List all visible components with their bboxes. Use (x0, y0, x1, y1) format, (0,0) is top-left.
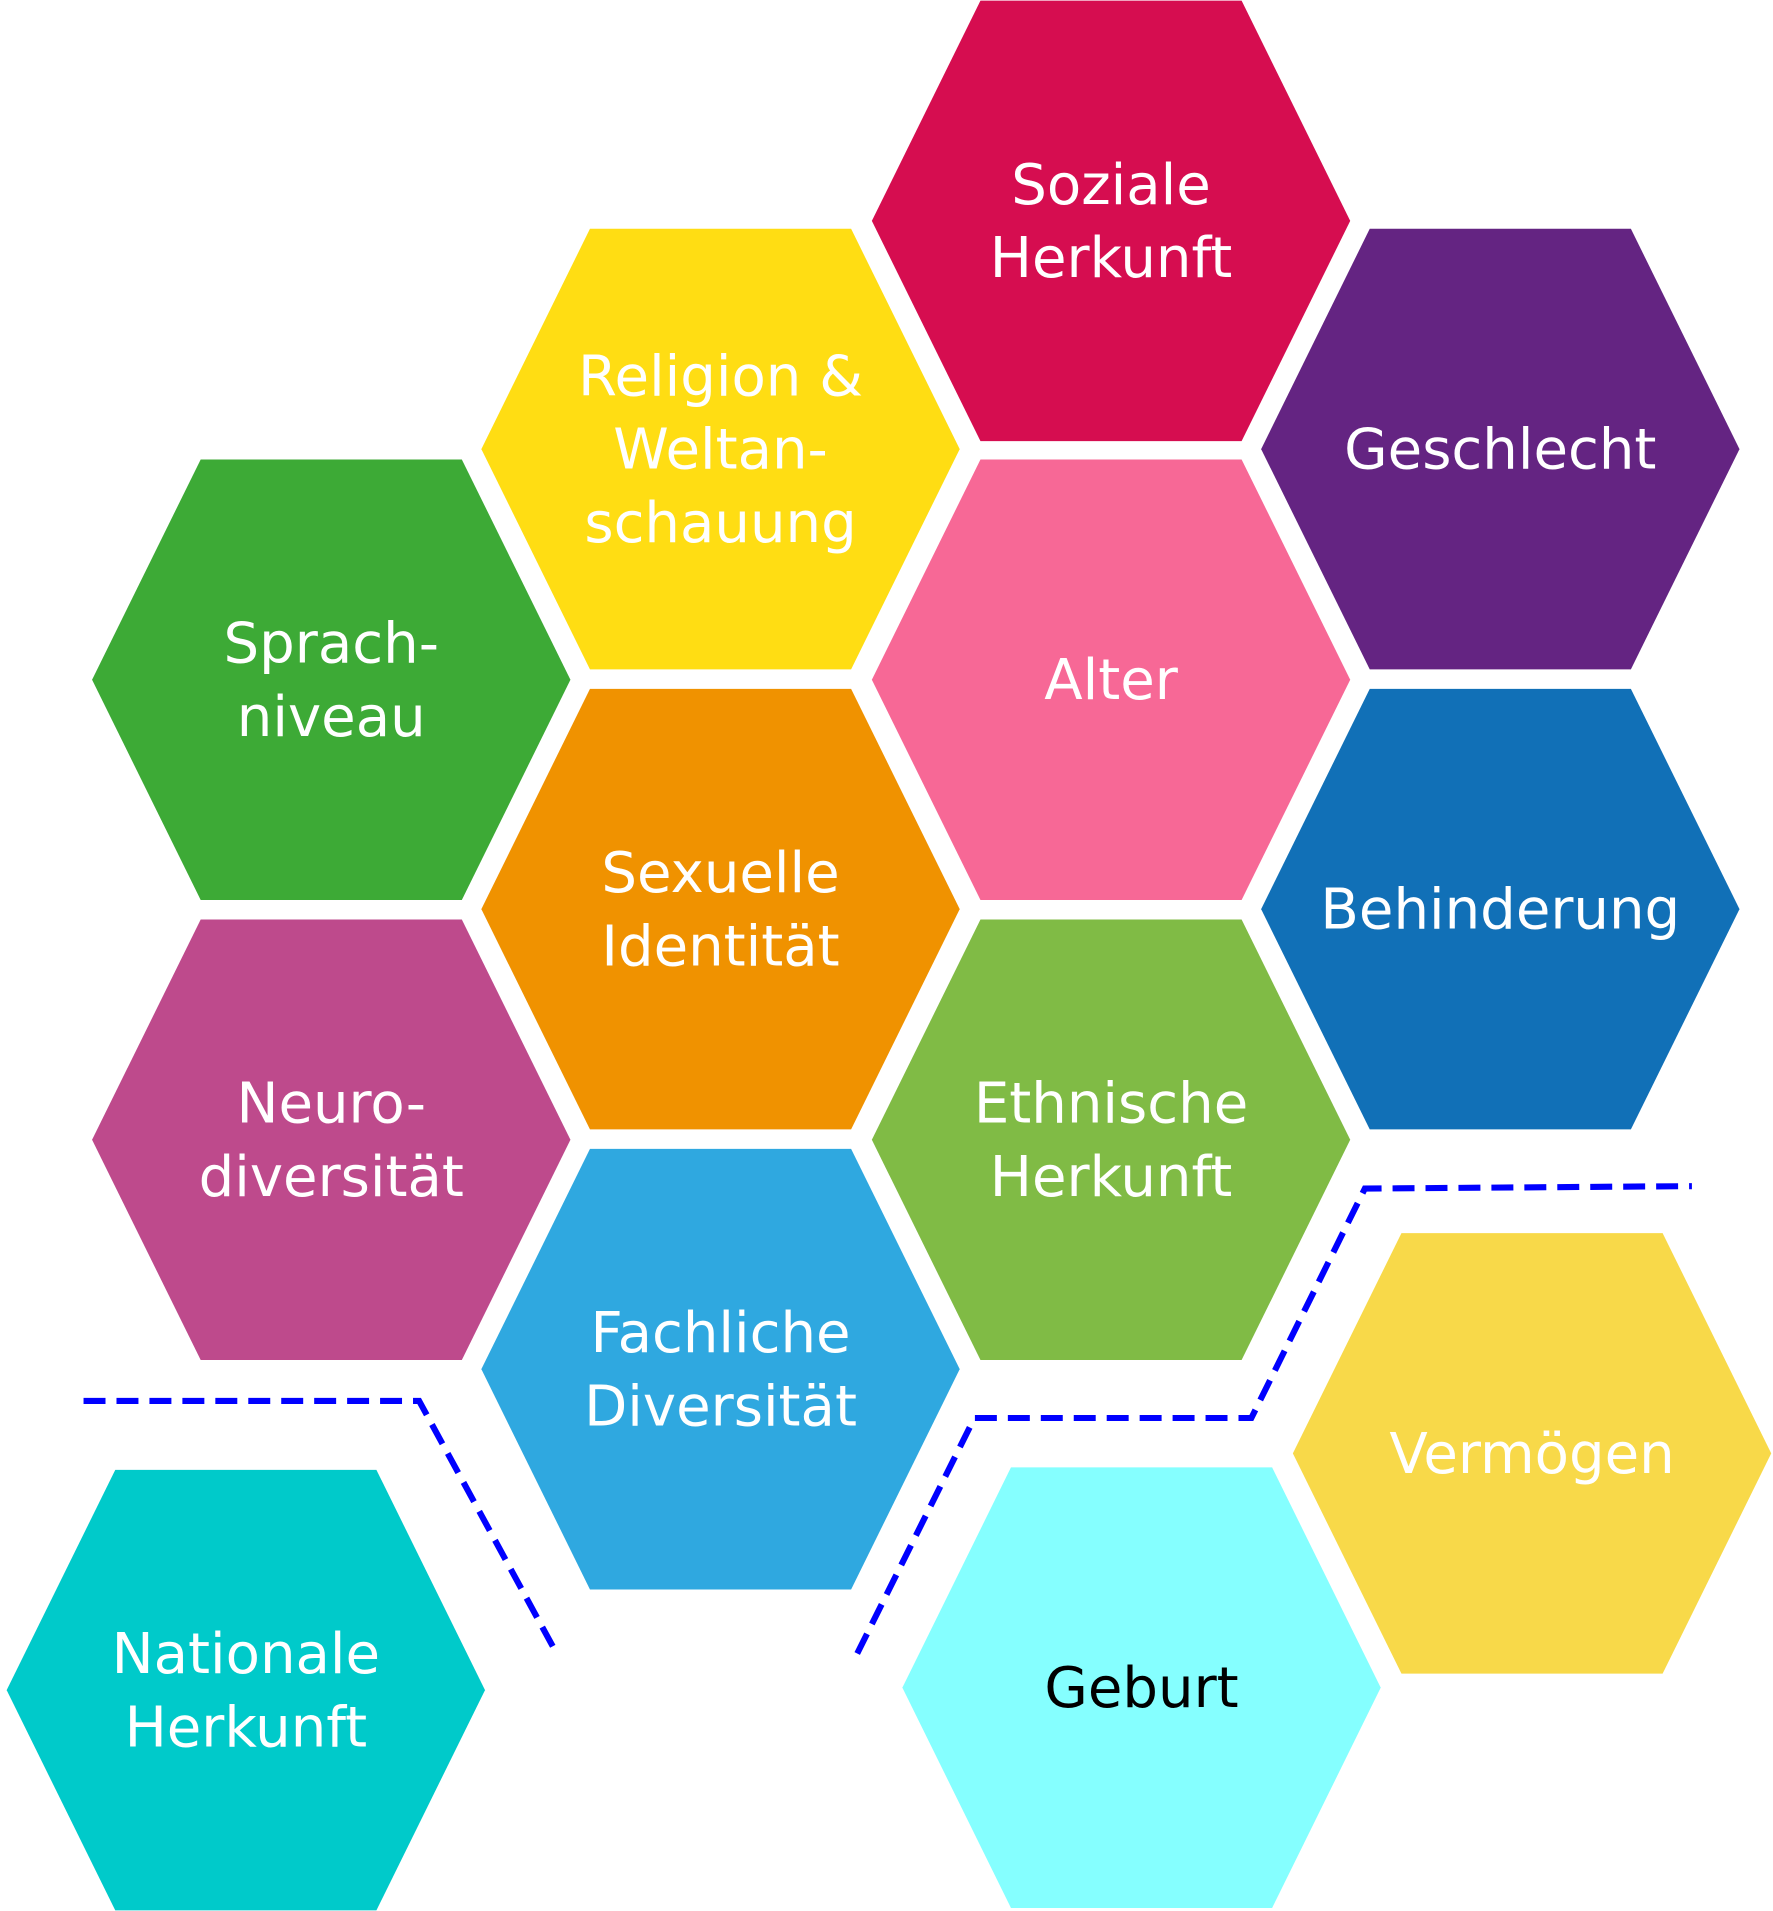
hexagon-label: Behinderung (1320, 878, 1680, 943)
divider-group (83, 1183, 1692, 1655)
hexagon-label-line: Identität (601, 914, 839, 979)
hexagon-label: Religion & Weltan-schauung (578, 344, 863, 555)
hexagon-behinderung: Behinderung (1261, 688, 1740, 1130)
hexagon-label: Neuro-diversität (199, 1072, 464, 1210)
hexagon-label-line: Soziale (1011, 153, 1211, 218)
hexagon-label-line: Fachliche (590, 1301, 850, 1366)
divider-line-right (854, 1183, 1692, 1655)
hexagon-label: Geburt (1044, 1656, 1238, 1721)
hexagon-label-line: Ethnische (974, 1072, 1248, 1137)
hexagon-label-line: Vermögen (1389, 1422, 1674, 1487)
divider-line-left (83, 1397, 557, 1649)
hexagon-label-line: Herkunft (990, 1145, 1233, 1210)
hexagon-label-line: diversität (199, 1145, 464, 1210)
hexagon-sprachniveau: Sprach-niveau (92, 459, 571, 900)
hexagon-label-line: Alter (1044, 648, 1179, 713)
hexagon-label-line: Herkunft (125, 1695, 368, 1760)
hexagon-religion-weltanschauung: Religion & Weltan-schauung (481, 228, 960, 670)
hexagon-label-line: Nationale (112, 1622, 380, 1687)
hexagon-shape (92, 919, 571, 1361)
hexagon-label-line: Herkunft (990, 226, 1233, 291)
hexagon-label-line: Religion & (578, 344, 863, 409)
hexagon-shape (1261, 688, 1740, 1130)
hexagon-shape (871, 0, 1351, 442)
hexagon-label-line: schauung (584, 491, 856, 556)
hexagon-label-line: Sprach- (224, 612, 439, 677)
hexagon-shape (1261, 228, 1740, 670)
hexagon-neurodiversitaet: Neuro-diversität (92, 919, 571, 1361)
hexagon-shape (1292, 1233, 1772, 1674)
hexagon-geburt: Geburt (902, 1467, 1381, 1908)
hexagon-shape (871, 919, 1351, 1361)
hexagon-label: Sprach-niveau (224, 612, 439, 750)
hexagon-vermoegen: Vermögen (1292, 1233, 1772, 1674)
hexagon-shape (481, 228, 960, 670)
hexagon-label: Geschlecht (1344, 418, 1656, 483)
hexagon-alter: Alter (871, 459, 1351, 900)
hexagon-shape (6, 1469, 486, 1911)
hexagon-shape (481, 688, 960, 1130)
hexagon-geschlecht: Geschlecht (1261, 228, 1740, 670)
hexagon-label-line: Sexuelle (601, 841, 839, 906)
hexagon-label-line: niveau (237, 685, 426, 750)
hexagon-shape (902, 1467, 1381, 1908)
hexagon-label-line: Geschlecht (1344, 418, 1656, 483)
hexagon-label-line: Neuro- (236, 1072, 426, 1137)
hexagon-label-line: Weltan- (613, 418, 828, 483)
hexagon-shape (481, 1148, 960, 1590)
hexagon-shape (92, 459, 571, 900)
hexagon-label-line: Geburt (1044, 1656, 1238, 1721)
hexagon-shape (871, 459, 1351, 900)
hexagon-label-line: Diversität (584, 1374, 857, 1439)
hexagon-label: Vermögen (1389, 1422, 1674, 1487)
hexagon-label: Alter (1044, 648, 1179, 713)
hexagon-label-line: Behinderung (1320, 878, 1680, 943)
